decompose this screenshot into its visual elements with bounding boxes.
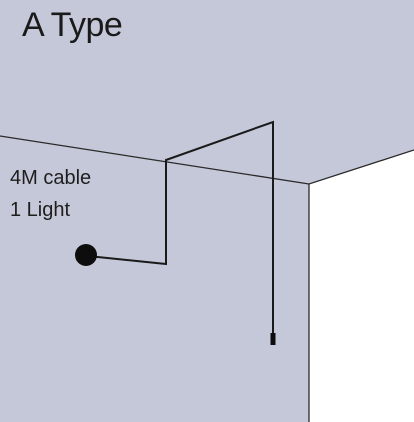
cable-length-label: 4M cable — [10, 167, 92, 189]
pendant-light-icon — [270, 333, 276, 345]
cable-path — [87, 120, 274, 336]
light-count-label: 1 Light — [10, 199, 71, 221]
diagram-title: A Type — [22, 6, 123, 44]
wall-plug-icon — [75, 244, 97, 266]
right-wall — [309, 150, 414, 422]
